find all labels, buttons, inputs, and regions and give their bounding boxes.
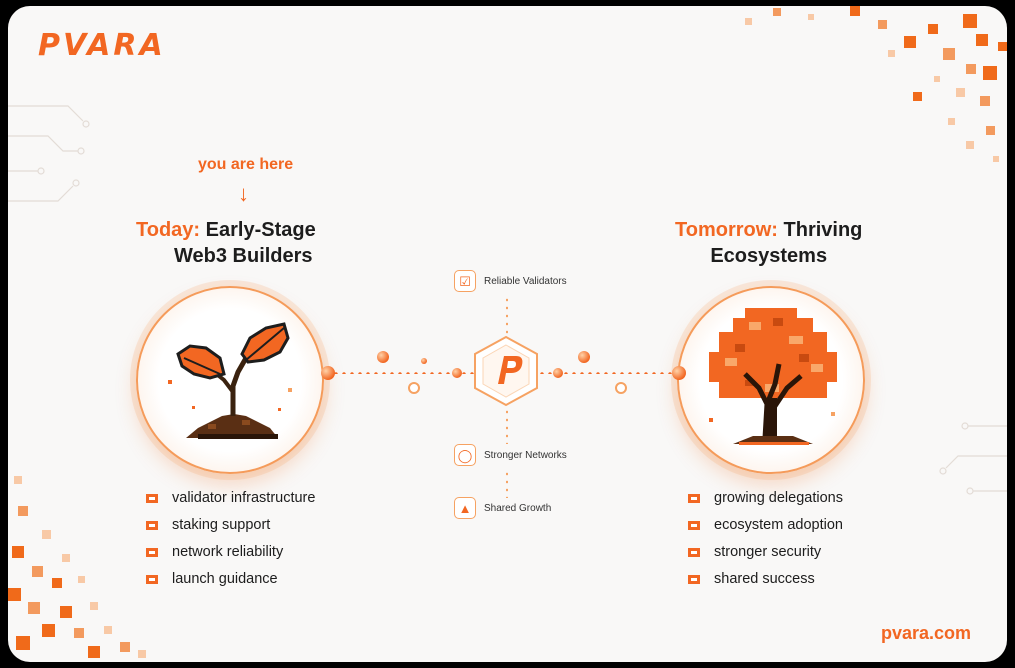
pvara-logo[interactable]: PVARA [38, 28, 166, 63]
connector-node [452, 368, 462, 378]
feature-label: Reliable Validators [484, 275, 567, 287]
list-item: shared success [688, 565, 843, 592]
connector-node [321, 366, 335, 380]
list-item: staking support [146, 511, 315, 538]
pixel-bullet-icon [146, 519, 158, 530]
sprout-orb [136, 286, 324, 474]
right-connector [538, 372, 678, 374]
shield-check-icon: ☑ [454, 270, 476, 292]
feature-stronger-networks: ◯ Stronger Networks [454, 444, 567, 466]
tree-orb [677, 286, 865, 474]
vertical-connector-top [506, 296, 508, 336]
list-item: validator infrastructure [146, 484, 315, 511]
tomorrow-title-line2: Ecosystems [710, 245, 828, 267]
today-title-line1: Early-Stage [205, 219, 316, 241]
pixel-bullet-icon [146, 573, 158, 584]
vertical-connector-bottom [506, 408, 508, 444]
pixel-bullet-icon [688, 573, 700, 584]
today-title-accent: Today: [136, 219, 201, 241]
pixel-bullet-icon [688, 519, 700, 530]
globe-icon: ◯ [454, 444, 476, 466]
tomorrow-title-accent: Tomorrow: [675, 219, 778, 241]
pixel-bullet-icon [688, 492, 700, 503]
feature-label: Stronger Networks [484, 449, 567, 461]
connector-node [578, 351, 590, 363]
circuit-decoration-right [939, 422, 1007, 495]
pixel-bullet-icon [146, 492, 158, 503]
tomorrow-list: growing delegations ecosystem adoption s… [688, 484, 843, 592]
connector-node [672, 366, 686, 380]
list-item: network reliability [146, 538, 315, 565]
pixel-tree-icon [709, 308, 837, 445]
you-are-here-label: you are here [198, 156, 294, 173]
feature-shared-growth: ▲ Shared Growth [454, 497, 551, 519]
infographic-card: PVARA you are here ↓ Today: Early-Stage … [8, 6, 1007, 662]
vertical-connector-lower [506, 470, 508, 498]
today-title-line2: Web3 Builders [174, 245, 313, 267]
today-title: Today: Early-Stage Web3 Builders [136, 217, 316, 269]
connector-node [615, 382, 627, 394]
list-item: stronger security [688, 538, 843, 565]
pixel-sprout-icon [168, 322, 292, 439]
website-link[interactable]: pvara.com [881, 623, 972, 643]
growth-chart-icon: ▲ [454, 497, 476, 519]
left-connector [324, 372, 474, 374]
feature-reliable-validators: ☑ Reliable Validators [454, 270, 567, 292]
list-item: ecosystem adoption [688, 511, 843, 538]
connector-node [377, 351, 389, 363]
list-item: growing delegations [688, 484, 843, 511]
tomorrow-title-line1: Thriving [783, 219, 863, 241]
list-item: launch guidance [146, 565, 315, 592]
pixel-bullet-icon [688, 546, 700, 557]
connector-node [553, 368, 563, 378]
today-list: validator infrastructure staking support… [146, 484, 315, 592]
circuit-decoration-left [8, 105, 90, 202]
tomorrow-title: Tomorrow: Thriving Ecosystems [675, 217, 862, 269]
arrow-down-icon: ↓ [238, 181, 249, 206]
feature-label: Shared Growth [484, 502, 552, 514]
connector-node [421, 358, 427, 364]
connector-node [408, 382, 420, 394]
pvara-p-logo-icon[interactable] [469, 334, 543, 408]
pixel-bullet-icon [146, 546, 158, 557]
